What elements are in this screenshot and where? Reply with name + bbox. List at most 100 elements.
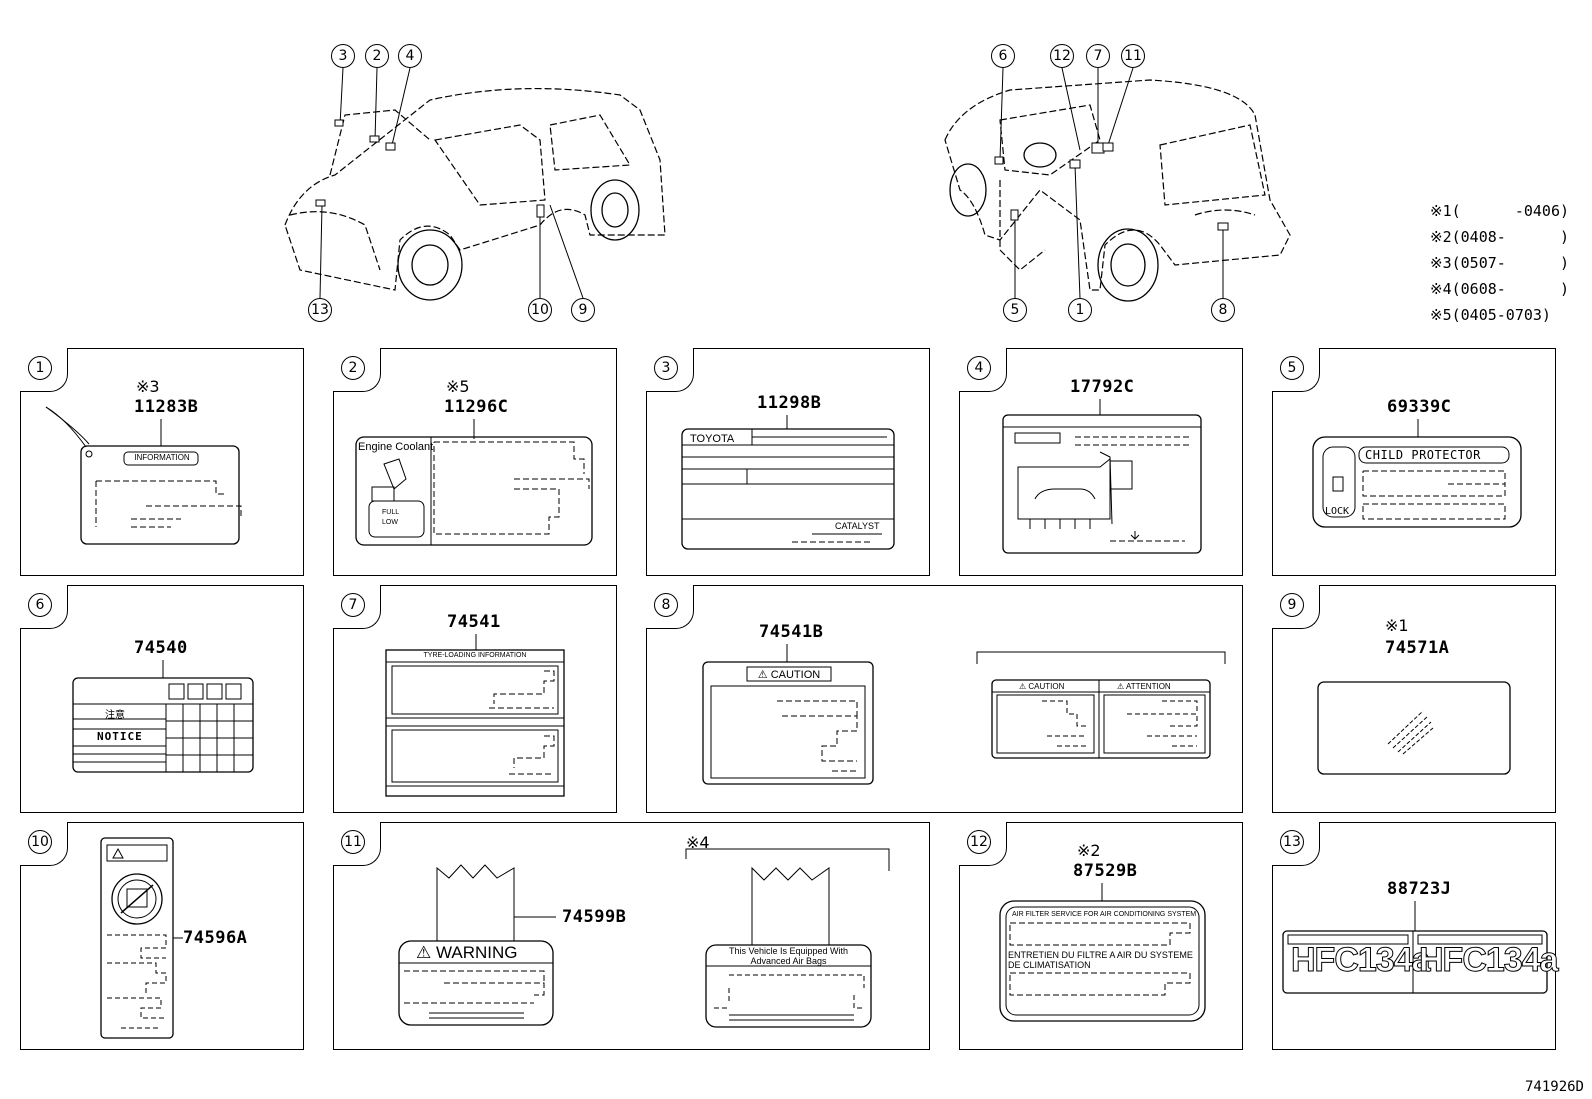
legend-mark: ※4: [1430, 280, 1452, 298]
part-number: 74541: [447, 612, 501, 632]
label-text: TYRE-LOADING INFORMATION: [423, 652, 527, 659]
label-text: Engine Coolant: [358, 441, 434, 453]
callout-rear-1[interactable]: 1: [1068, 298, 1092, 322]
panel-7[interactable]: 7 74541 TYRE-LOADING INFORMATION: [333, 585, 617, 813]
low-mark: LOW: [382, 519, 398, 526]
label-74596A-drawing: [100, 837, 183, 1039]
label-text-3: DE CLIMATISATION: [1008, 960, 1091, 970]
callout-front-4[interactable]: 4: [398, 44, 422, 68]
label-74541B-drawing: [702, 644, 1226, 785]
panel-number: 2: [341, 356, 365, 380]
callout-front-9[interactable]: 9: [571, 298, 595, 322]
part-number: 74599B: [562, 907, 627, 927]
steering-wheel: [1023, 142, 1057, 168]
callout-rear-8[interactable]: 8: [1211, 298, 1235, 322]
front-wheel-right: [590, 179, 640, 241]
label-text: AIR FILTER SERVICE FOR AIR CONDITIONING …: [1012, 911, 1197, 918]
legend-mark: ※5: [1430, 306, 1452, 324]
part-number: 74596A: [183, 928, 248, 948]
part-number: 11298B: [757, 393, 822, 413]
note-mark: ※5: [446, 377, 470, 396]
label-text-3: ⚠ ATTENTION: [1117, 682, 1171, 691]
label-text: CHILD PROTECTOR: [1365, 448, 1481, 462]
label-87529B-drawing: [999, 883, 1206, 1022]
label-74599B-drawing: [398, 848, 890, 1028]
label-69339C-drawing: [1312, 419, 1522, 528]
label-text: INFORMATION: [134, 453, 190, 462]
callout-front-13[interactable]: 13: [308, 298, 332, 322]
label-text-2: NOTICE: [97, 730, 143, 743]
panel-3[interactable]: 3 11298B TOYOTA CATALYST: [646, 348, 930, 576]
panel-6[interactable]: 6 74540 注意 NOTICE: [20, 585, 304, 813]
panel-12[interactable]: 12 ※2 87529B AIR FILTER SERVICE FOR AIR …: [959, 822, 1243, 1050]
panel-2[interactable]: 2 ※5 11296C Engine Coolant FULL LOW: [333, 348, 617, 576]
panel-number: 11: [341, 830, 365, 854]
part-number: 87529B: [1073, 861, 1138, 881]
panel-10[interactable]: 10 74596A: [20, 822, 304, 1050]
part-number: 74571A: [1385, 638, 1450, 658]
label-text-2: LOCK: [1325, 506, 1350, 517]
callout-rear-7[interactable]: 7: [1086, 44, 1110, 68]
label-88723J-drawing: [1282, 901, 1548, 994]
part-number: 11296C: [444, 397, 509, 417]
legend-range: (0408- ): [1451, 228, 1570, 246]
label-text: TOYOTA: [690, 433, 735, 445]
legend-mark: ※3: [1430, 254, 1452, 272]
diagram-id: 741926D: [1524, 1079, 1584, 1095]
legend-range: (0405-0703): [1451, 306, 1551, 324]
panel-1[interactable]: 1 ※3 11283B INFORMATION: [20, 348, 304, 576]
callout-front-3[interactable]: 3: [331, 44, 355, 68]
label-text-3: Advanced Air Bags: [750, 956, 827, 966]
front-wheel-left: [397, 229, 463, 301]
panel-number: 12: [967, 830, 991, 854]
label-11298B-drawing: [681, 415, 895, 550]
panel-5[interactable]: 5 69339C CHILD PROTECTOR LOCK: [1272, 348, 1556, 576]
panel-4[interactable]: 4 17792C: [959, 348, 1243, 576]
callout-rear-5[interactable]: 5: [1003, 298, 1027, 322]
panel-number: 1: [28, 356, 52, 380]
label-17792C-drawing: [1002, 399, 1202, 554]
panel-number: 13: [1280, 830, 1304, 854]
hfc-mark-2: HFC134a: [1419, 941, 1560, 980]
caution-text: CAUTION: [770, 669, 821, 681]
callout-front-2[interactable]: 2: [365, 44, 389, 68]
legend-mark: ※2: [1430, 228, 1452, 246]
panel-13[interactable]: 13 88723J HFC134a HFC134a: [1272, 822, 1560, 1050]
legend-range: (0608- ): [1451, 280, 1570, 298]
full-mark: FULL: [382, 509, 400, 516]
label-text-2: CATALYST: [835, 521, 880, 531]
panel-8[interactable]: 8 74541B ⚠ CAUTION ⚠ CAUTION ⚠ ATTENTION: [646, 585, 1243, 813]
callout-rear-11[interactable]: 11: [1121, 44, 1145, 68]
panel-11[interactable]: 11 ※4 74599B ⚠ WARNING This Vehicle Is E…: [333, 822, 930, 1050]
part-number: 88723J: [1387, 879, 1452, 899]
part-number: 74541B: [759, 622, 824, 642]
label-text-2: ⚠ CAUTION: [1019, 682, 1065, 691]
panel-number: 3: [654, 356, 678, 380]
warning-text: WARNING: [435, 943, 518, 962]
label-text-2: This Vehicle Is Equipped With: [728, 946, 849, 956]
note-mark: ※2: [1077, 841, 1101, 860]
panel-number: 8: [654, 593, 678, 617]
panel-number: 5: [1280, 356, 1304, 380]
callout-front-10[interactable]: 10: [528, 298, 552, 322]
part-number: 17792C: [1070, 377, 1135, 397]
hfc-mark: HFC134a: [1291, 941, 1432, 980]
label-text: ⚠ CAUTION: [757, 669, 821, 681]
part-number: 11283B: [134, 397, 199, 417]
panel-number: 10: [28, 830, 52, 854]
note-mark: ※1: [1385, 616, 1409, 635]
label-text-2: ENTRETIEN DU FILTRE A AIR DU SYSTEME: [1008, 950, 1193, 960]
callout-rear-6[interactable]: 6: [991, 44, 1015, 68]
label-74541-drawing: [385, 634, 565, 797]
label-text: 注意: [105, 710, 125, 721]
panel-number: 6: [28, 593, 52, 617]
rear-car-body: [944, 79, 1291, 291]
label-11283B-drawing: [45, 406, 242, 545]
label-11296C-drawing: [355, 419, 593, 546]
panel-number: 9: [1280, 593, 1304, 617]
note-mark: ※3: [136, 377, 160, 396]
panel-9[interactable]: 9 ※1 74571A: [1272, 585, 1556, 813]
front-car-body: [284, 87, 666, 291]
part-number: 69339C: [1387, 397, 1452, 417]
callout-rear-12[interactable]: 12: [1050, 44, 1074, 68]
